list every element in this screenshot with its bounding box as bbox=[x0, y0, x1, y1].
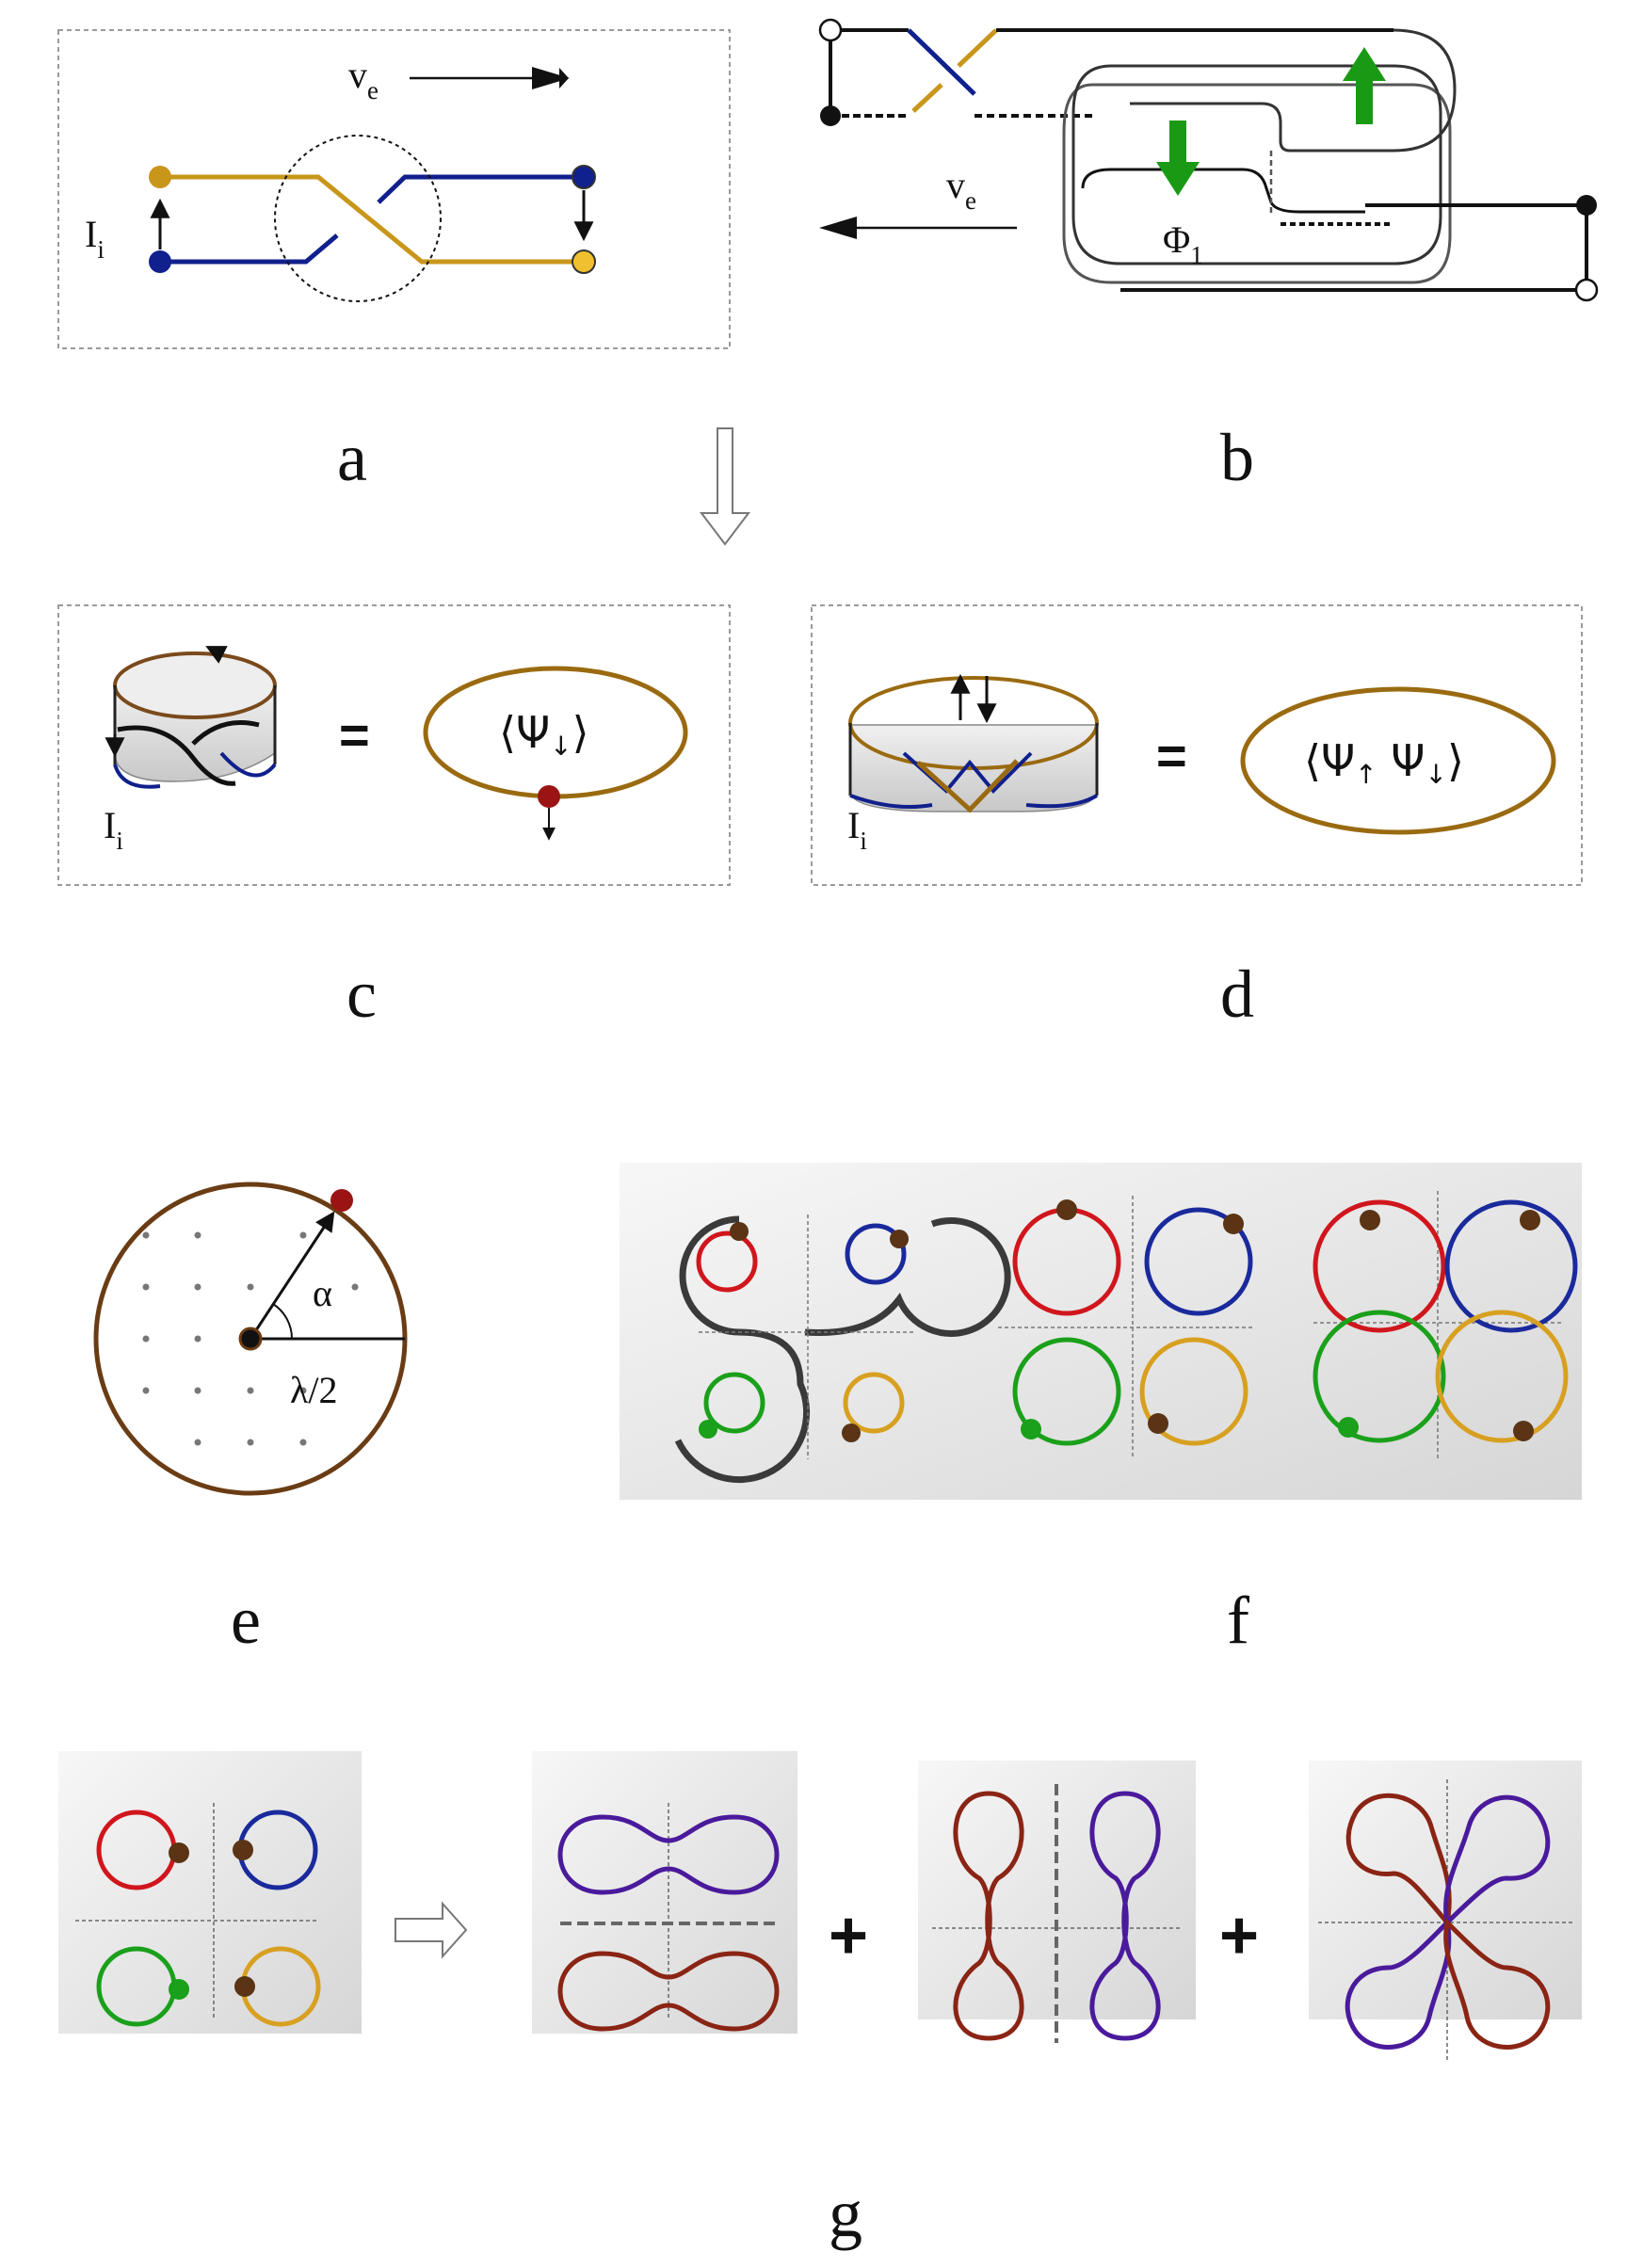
velocity-label: ve bbox=[348, 54, 379, 105]
c-cylinder-top bbox=[113, 651, 277, 719]
crossing-circle bbox=[274, 135, 442, 302]
navy-strand-right bbox=[377, 174, 584, 204]
e-angle-label: α bbox=[313, 1272, 332, 1314]
panel-b: ve Φ1 bbox=[818, 18, 1599, 302]
b-hollow-node-top bbox=[818, 18, 843, 42]
g-box-horizontal bbox=[532, 1751, 797, 2034]
panel-letter-f: f bbox=[1227, 1583, 1249, 1658]
f-spiral-group bbox=[674, 1214, 1011, 1484]
g-plus-2: + bbox=[1219, 1898, 1259, 1973]
c-current-label: Ii bbox=[104, 804, 123, 855]
d-state-ellipse bbox=[1240, 686, 1556, 835]
green-up-arrow-icon bbox=[1343, 47, 1386, 124]
b-velocity-label: ve bbox=[946, 164, 976, 215]
f-separated-circles bbox=[998, 1196, 1253, 1459]
navy-strand-left bbox=[160, 233, 339, 265]
e-center-dot bbox=[238, 1327, 263, 1351]
navy-endpoint bbox=[149, 250, 171, 273]
panel-letter-c: c bbox=[346, 957, 377, 1032]
b-filled-node-bottom bbox=[1576, 195, 1597, 216]
panel-a: ve Ii bbox=[57, 29, 731, 349]
panel-a-frame bbox=[57, 29, 731, 349]
d-equals: = bbox=[1156, 726, 1187, 785]
g-plus-1: + bbox=[829, 1898, 868, 1973]
panel-letter-b: b bbox=[1220, 420, 1254, 495]
panel-c: Ii = ⟨Ψ↓⟩ bbox=[57, 604, 731, 886]
velocity-arrowhead bbox=[532, 67, 570, 89]
gold-strand bbox=[160, 174, 584, 265]
d-braket: ⟨Ψ↑ Ψ↓⟩ bbox=[1304, 735, 1464, 790]
current-label: Ii bbox=[85, 213, 105, 264]
b-velocity-arrowhead bbox=[819, 217, 857, 239]
panel-d-frame bbox=[811, 604, 1583, 886]
panel-letter-e: e bbox=[231, 1583, 261, 1658]
panel-g: + + bbox=[58, 1751, 1582, 2062]
c-twisted-strand bbox=[117, 720, 260, 786]
panel-letter-d: d bbox=[1220, 957, 1254, 1032]
e-charge-dot bbox=[330, 1189, 353, 1212]
flux-label: Φ1 bbox=[1163, 218, 1203, 269]
panel-d: Ii = ⟨Ψ↑ Ψ↓⟩ bbox=[811, 604, 1583, 886]
panel-e: α λ/2 bbox=[93, 1182, 408, 1496]
d-current-label: Ii bbox=[847, 804, 867, 855]
panel-letter-a: a bbox=[337, 420, 367, 495]
b-hollow-node-bottom bbox=[1574, 278, 1599, 302]
panel-letter-g: g bbox=[829, 2176, 862, 2251]
c-charge-dot bbox=[538, 785, 560, 808]
b-filled-node-top bbox=[820, 105, 841, 126]
gold-endpoint bbox=[149, 166, 171, 188]
hollow-right-arrow-icon bbox=[395, 1901, 468, 1959]
panel-f bbox=[620, 1163, 1582, 1500]
f-overlapping-circles bbox=[1313, 1191, 1578, 1459]
b-gold-cross bbox=[911, 28, 998, 113]
d-zigzag bbox=[916, 759, 1019, 813]
c-equals: = bbox=[339, 705, 370, 764]
navy-endpoint-right bbox=[572, 165, 596, 189]
c-braket: ⟨Ψ↓⟩ bbox=[499, 707, 589, 762]
e-lattice-dots bbox=[142, 1231, 359, 1446]
e-radius-label: λ/2 bbox=[290, 1369, 338, 1411]
g-box-initial bbox=[58, 1751, 362, 2034]
b-navy-cross bbox=[907, 28, 976, 96]
hollow-down-arrow-icon bbox=[699, 427, 751, 546]
gold-endpoint-right bbox=[572, 249, 596, 274]
green-down-arrow-icon bbox=[1156, 121, 1200, 196]
